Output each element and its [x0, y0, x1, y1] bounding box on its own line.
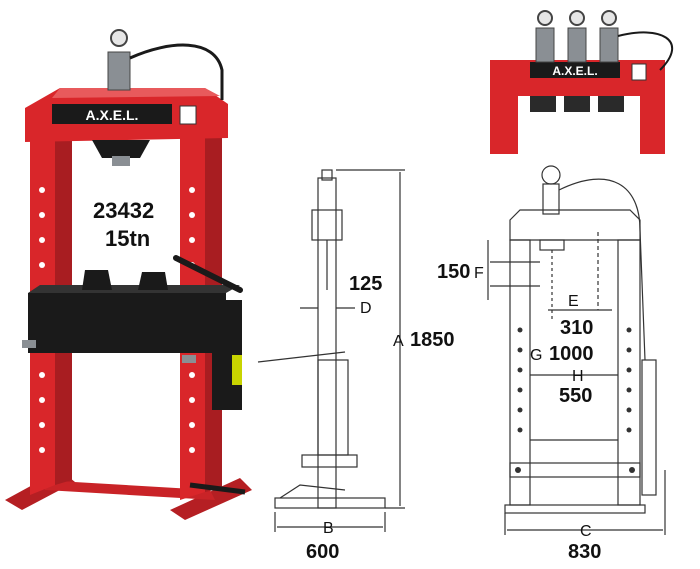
- cylinder-3: [599, 27, 619, 63]
- dim-b-letter: B: [323, 520, 334, 537]
- ram-head: [92, 140, 150, 158]
- dim-a-letter: A: [393, 333, 404, 350]
- multi-hose: [617, 31, 674, 71]
- side-gauge: [321, 169, 333, 181]
- side-base: [274, 497, 386, 509]
- dim-e-value: 310: [560, 317, 593, 339]
- gauge-2-icon: [569, 10, 585, 26]
- capacity-label: 15tn: [105, 226, 150, 251]
- side-view-drawing: [257, 169, 405, 532]
- dim-h-value: 550: [559, 385, 592, 407]
- press-photo: A.X.E.L.: [5, 29, 252, 520]
- side-head: [311, 209, 343, 241]
- front-gauge: [541, 165, 561, 185]
- pump-label: [232, 355, 242, 385]
- ram-piston: [112, 156, 130, 166]
- pump-handle: [173, 255, 243, 293]
- pin-left: [22, 340, 36, 348]
- side-pedal: [279, 484, 346, 499]
- logo-plate: [52, 104, 172, 124]
- gauge-1-icon: [537, 10, 553, 26]
- foot-pedal: [189, 482, 246, 495]
- dim-a-value: 1850: [410, 329, 455, 351]
- dim-f-letter: F: [474, 265, 484, 282]
- ram-2: [564, 96, 590, 112]
- dim-h-letter: H: [572, 368, 584, 385]
- side-table: [301, 454, 358, 468]
- front-pump: [641, 359, 657, 496]
- front-head: [509, 209, 641, 241]
- work-table-top: [28, 285, 240, 293]
- model-number: 23432: [93, 198, 154, 223]
- work-table: [28, 293, 226, 353]
- brand-logo: A.X.E.L.: [86, 107, 139, 123]
- v-block-right: [138, 272, 168, 290]
- front-column-holes: [515, 327, 635, 473]
- side-pump: [317, 359, 349, 456]
- multi-right-leg: [640, 92, 665, 154]
- dim-d-letter: D: [360, 300, 372, 317]
- dim-c-value: 830: [568, 541, 601, 563]
- dim-g-value: 1000: [549, 343, 594, 365]
- gauge-3-icon: [601, 10, 617, 26]
- dim-c-letter: C: [580, 523, 592, 540]
- dim-d-value: 125: [349, 273, 382, 295]
- multi-left-leg: [490, 92, 518, 154]
- front-cylinder: [542, 183, 560, 215]
- base-bar: [40, 480, 215, 500]
- side-handle: [257, 351, 346, 363]
- multi-cylinder-photo: A.X.E.L.: [490, 10, 674, 154]
- dim-e-letter: E: [568, 293, 579, 310]
- front-base: [504, 504, 646, 514]
- badge-icon: [179, 105, 197, 125]
- front-table: [509, 462, 641, 478]
- multi-brand-logo: A.X.E.L.: [552, 64, 597, 78]
- side-column: [317, 177, 337, 509]
- v-block-left: [82, 270, 112, 290]
- ram-1: [530, 96, 556, 112]
- pin-right: [182, 355, 196, 363]
- hydraulic-hose: [129, 43, 224, 100]
- dim-b-value: 600: [306, 541, 339, 563]
- cylinder-1: [535, 27, 555, 63]
- dim-f-value: 150: [437, 261, 470, 283]
- ram-3: [598, 96, 624, 112]
- front-view-drawing: [487, 165, 666, 535]
- multi-logo-plate: [530, 62, 620, 78]
- top-head-highlight: [52, 88, 220, 98]
- dim-g-letter: G: [530, 347, 542, 364]
- pressure-gauge-icon: [110, 29, 128, 47]
- multi-badge-icon: [631, 63, 647, 81]
- cylinder-2: [567, 27, 587, 63]
- hydraulic-cylinder: [107, 51, 131, 91]
- front-ram: [539, 239, 565, 251]
